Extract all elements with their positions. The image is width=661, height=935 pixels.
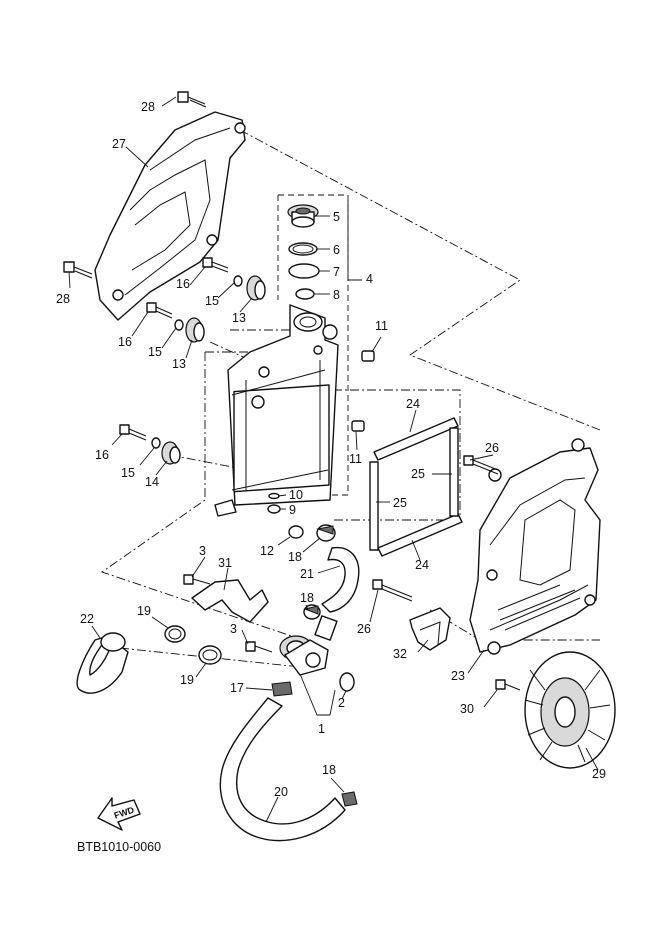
- label-1: 1: [318, 722, 325, 736]
- label-4: 4: [366, 272, 373, 286]
- label-12: 12: [260, 544, 274, 558]
- hose-22: [76, 632, 129, 694]
- bolt-16-b: [146, 302, 173, 319]
- label-16-c: 16: [95, 448, 109, 462]
- sponge-25-right: [449, 427, 459, 517]
- radiator-cap-5: [287, 204, 319, 228]
- label-18-a: 18: [288, 550, 302, 564]
- label-5: 5: [333, 210, 340, 224]
- grommet-13-a: [246, 275, 266, 301]
- label-26-b: 26: [357, 622, 371, 636]
- bolt-3-b: [245, 641, 273, 653]
- label-7: 7: [333, 265, 340, 279]
- label-23: 23: [451, 669, 465, 683]
- bolt-16-c: [119, 424, 147, 441]
- o-ring-6: [288, 242, 318, 256]
- label-3-a: 3: [199, 544, 206, 558]
- label-31: 31: [218, 556, 232, 570]
- label-20: 20: [274, 785, 288, 799]
- radiator-4: [214, 304, 339, 517]
- label-16-a: 16: [176, 277, 190, 291]
- label-24-top: 24: [406, 397, 420, 411]
- clamp-19-b: [198, 645, 222, 665]
- washer-10: [268, 492, 280, 500]
- label-2: 2: [338, 696, 345, 710]
- label-18-c: 18: [322, 763, 336, 777]
- collar-11-a: [361, 350, 375, 362]
- label-25-left: 25: [393, 496, 407, 510]
- fan-shroud-23: [469, 438, 601, 655]
- washer-15-c: [151, 437, 161, 449]
- clamp-17: [271, 681, 293, 697]
- seal-8: [295, 288, 315, 300]
- label-25-right: 25: [411, 467, 425, 481]
- bolt-26-a: [463, 455, 499, 475]
- label-13-b: 13: [172, 357, 186, 371]
- clip-18-c: [341, 791, 358, 807]
- fan-29: [524, 651, 616, 769]
- sponge-25-left: [369, 461, 379, 551]
- label-11-a: 11: [375, 319, 388, 333]
- bolt-30: [495, 679, 521, 691]
- thermostat-housing-1: [279, 615, 338, 676]
- label-9: 9: [289, 503, 296, 517]
- sponge-24-top: [373, 417, 459, 461]
- sponge-24-bottom: [377, 513, 463, 557]
- label-3-b: 3: [230, 622, 237, 636]
- label-17: 17: [230, 681, 244, 695]
- label-27: 27: [112, 137, 126, 151]
- label-28-top: 28: [141, 100, 155, 114]
- label-29: 29: [592, 767, 606, 781]
- washer-15-b: [174, 319, 184, 331]
- label-28-left: 28: [56, 292, 70, 306]
- clip-18-b: [303, 604, 321, 620]
- label-30: 30: [460, 702, 474, 716]
- radiator-cover-27: [94, 111, 246, 321]
- cap-12: [288, 525, 304, 539]
- bracket-31: [191, 579, 269, 623]
- label-15-b: 15: [148, 345, 162, 359]
- leader-lines: [68, 96, 599, 823]
- callout-labels: 28 27 28 5 6 7 4 8 16 15 13 16 15 13 11 …: [56, 100, 606, 799]
- label-16-b: 16: [118, 335, 132, 349]
- seal-7: [288, 263, 320, 279]
- label-15-c: 15: [121, 466, 135, 480]
- collar-11-b: [351, 420, 365, 432]
- drain-bolt-9: [267, 504, 281, 514]
- grommet-14: [161, 441, 181, 465]
- washer-15-a: [233, 275, 243, 287]
- clip-18-a: [316, 524, 336, 542]
- label-22: 22: [80, 612, 94, 626]
- label-6: 6: [333, 243, 340, 257]
- clamp-19-a: [164, 625, 186, 643]
- label-26-a: 26: [485, 441, 499, 455]
- bolt-3-a: [183, 574, 211, 585]
- label-8: 8: [333, 288, 340, 302]
- bolt-28-left: [63, 261, 93, 279]
- label-14: 14: [145, 475, 159, 489]
- label-24-bottom: 24: [415, 558, 429, 572]
- label-13-a: 13: [232, 311, 246, 325]
- label-11-b: 11: [349, 452, 362, 466]
- label-21: 21: [300, 567, 314, 581]
- label-32: 32: [393, 647, 407, 661]
- fwd-arrow-icon: FWD: [97, 797, 141, 831]
- hose-21: [321, 546, 360, 613]
- label-18-b: 18: [300, 591, 314, 605]
- diagram-code: BTB1010-0060: [77, 840, 161, 854]
- bolt-16-a: [202, 257, 229, 273]
- label-19-a: 19: [137, 604, 151, 618]
- grommet-13-b: [185, 317, 205, 343]
- label-10: 10: [289, 488, 303, 502]
- o-ring-2: [339, 672, 355, 692]
- bolt-26-b: [372, 579, 413, 602]
- clip-32: [409, 607, 451, 651]
- hose-20: [219, 697, 346, 842]
- label-15-a: 15: [205, 294, 219, 308]
- bolt-28-top: [177, 91, 207, 108]
- label-19-b: 19: [180, 673, 194, 687]
